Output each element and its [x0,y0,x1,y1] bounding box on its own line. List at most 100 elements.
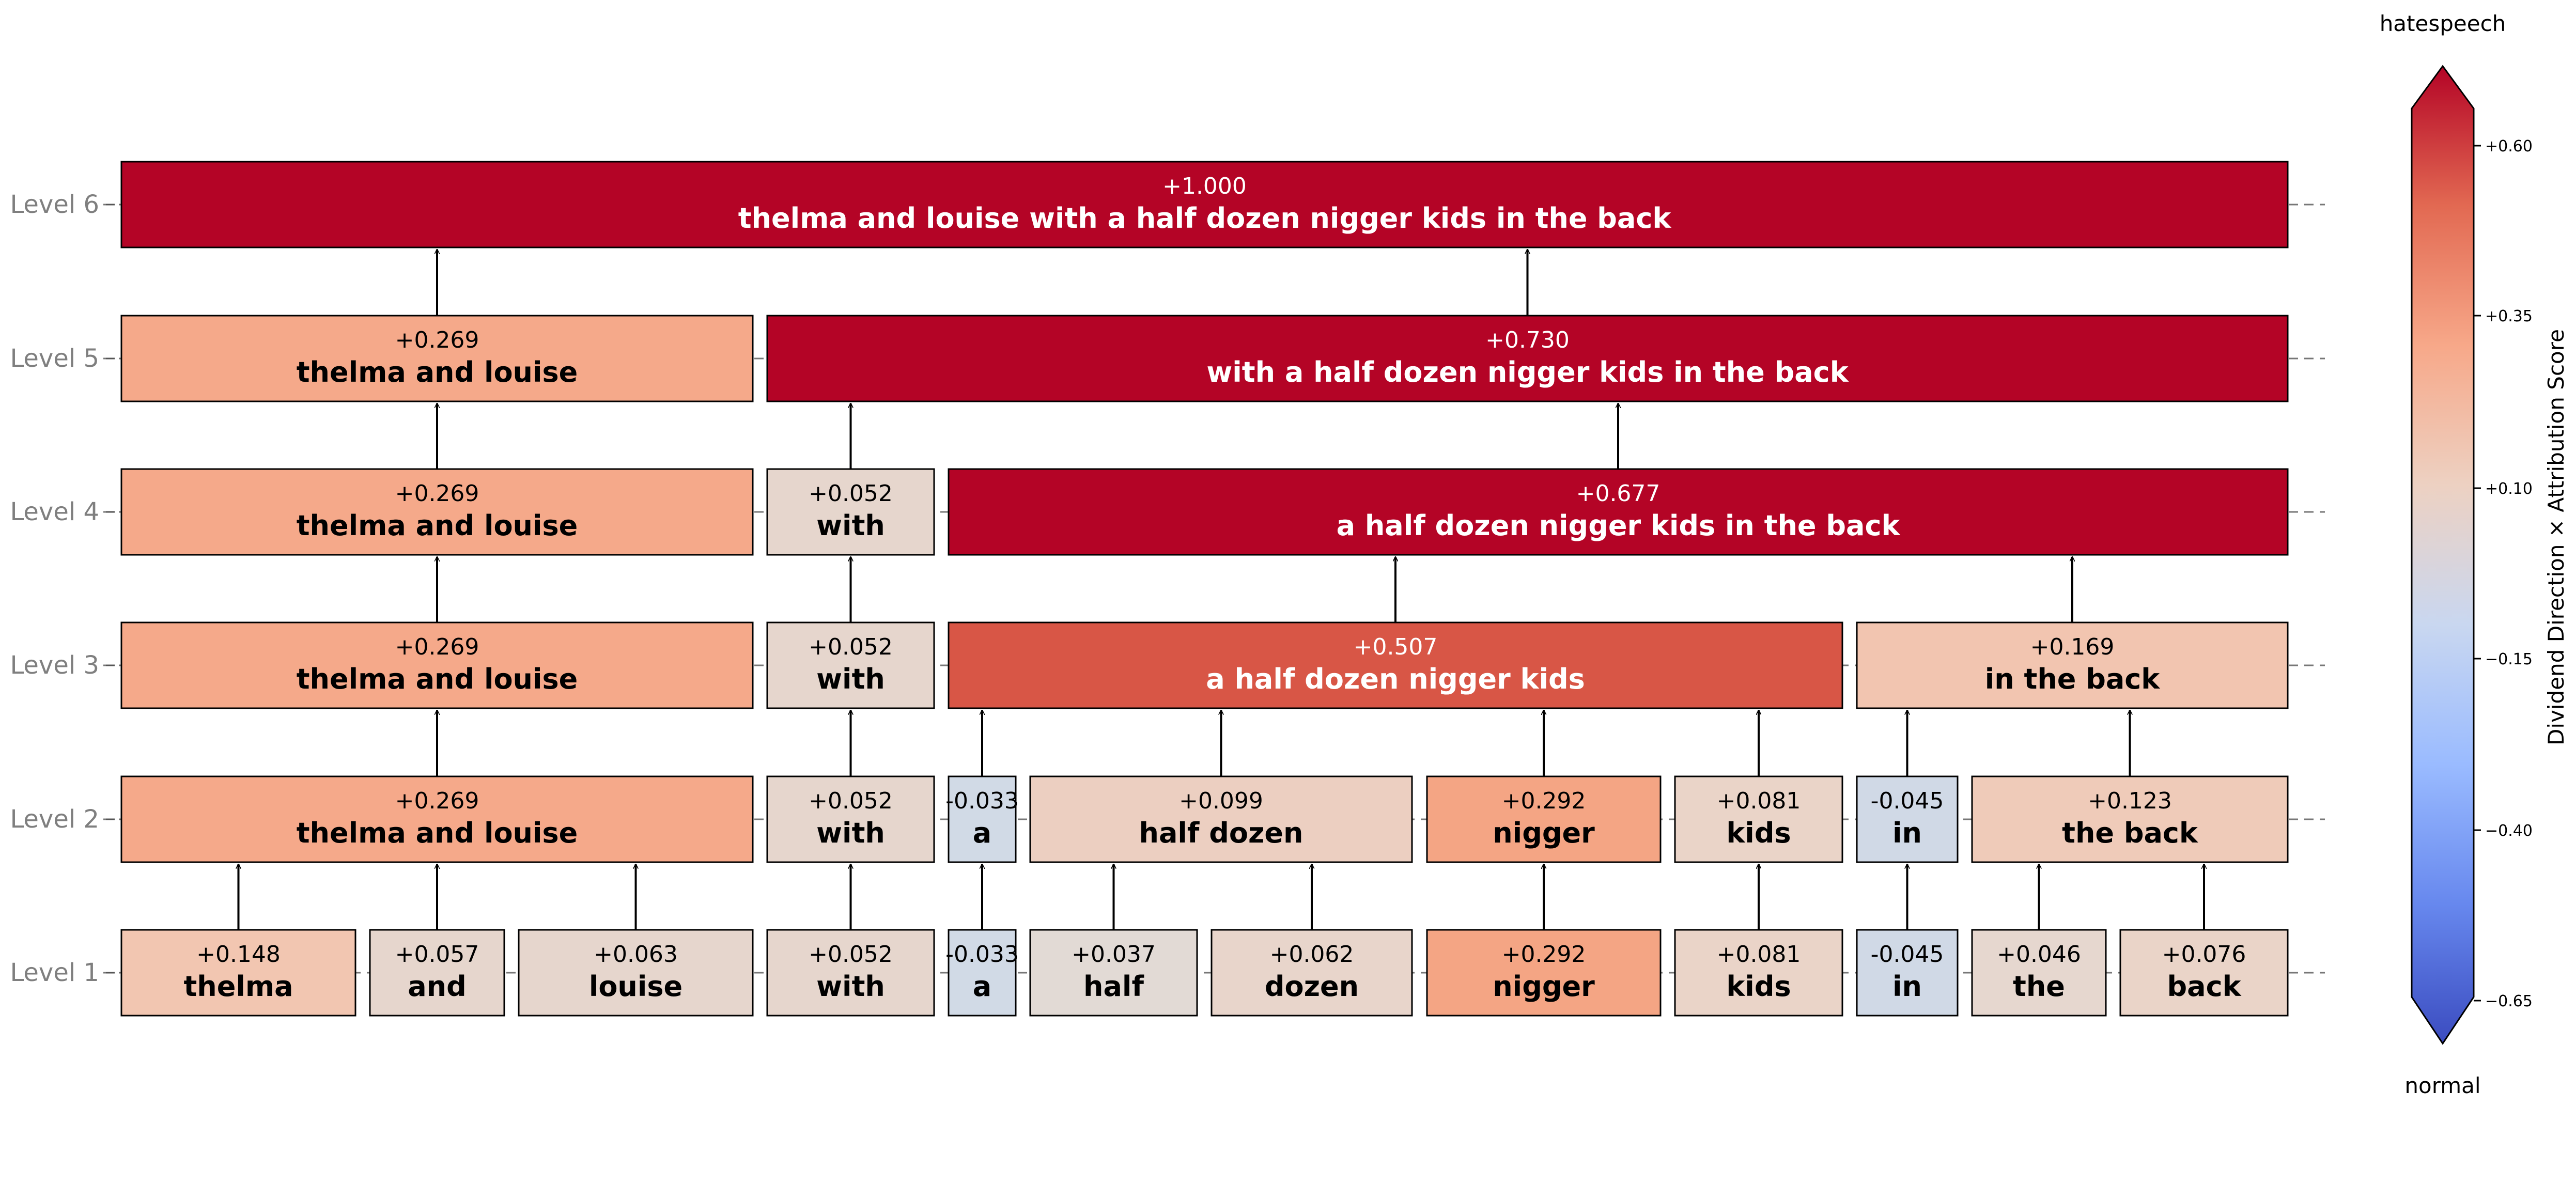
node-score: +0.062 [1270,941,1354,968]
node-score: +0.052 [809,788,893,814]
node-score: +0.269 [395,634,479,660]
node-box [766,468,935,556]
node-score: +0.052 [809,941,893,968]
node-l5_with: +0.730 with a half dozen nigger kids in t… [766,315,2289,402]
node-score: +0.046 [1997,941,2081,968]
node-text: a half dozen nigger kids [1206,663,1585,695]
node-text: half dozen [1139,817,1303,849]
node-text: dozen [1265,970,1359,1003]
node-score: +0.269 [395,327,479,353]
node-l3_ahalf: +0.507 a half dozen nigger kids [948,621,1843,709]
node-box [766,315,2289,402]
node-box [1674,929,1843,1017]
node-text: with [816,509,885,542]
node-box [766,929,935,1017]
node-score: +0.730 [1485,327,1570,353]
node-score: +0.099 [1179,788,1263,814]
node-l3_thelma: +0.269 thelma and louise [120,621,754,709]
node-text: back [2167,970,2241,1003]
node-score: +0.081 [1717,788,1801,814]
node-score: +0.269 [395,788,479,814]
node-box [369,929,505,1017]
level-label: Level 5 [10,344,100,373]
node-score: +0.037 [1072,941,1156,968]
node-box [120,161,2289,248]
node-score: +0.052 [809,634,893,660]
node-text: kids [1726,817,1791,849]
node-box [948,621,1843,709]
colorbar-tick-label: −0.15 [2485,650,2533,668]
node-l2_kids: +0.081 kids [1674,775,1843,863]
level-label: Level 4 [10,497,100,526]
node-l2_nigger: +0.292 nigger [1426,775,1662,863]
node-text: thelma and louise [297,509,578,542]
node-box [1971,929,2107,1017]
node-box [120,775,754,863]
colorbar-bottom-label: normal [2404,1073,2480,1098]
node-score: +0.052 [809,480,893,507]
node-text: kids [1726,970,1791,1003]
node-score: -0.033 [945,788,1019,814]
node-text: a [973,970,991,1003]
node-score: +0.292 [1502,788,1586,814]
node-box [1029,929,1198,1017]
node-box [120,468,754,556]
node-box [120,929,356,1017]
colorbar-top-label: hatespeech [2380,11,2506,36]
node-score: -0.045 [1871,941,1944,968]
node-box [120,621,754,709]
node-box [948,775,1017,863]
node-text: with [816,970,885,1003]
colorbar-title: Dividend Direction × Attribution Score [2543,329,2569,745]
node-text: in [1892,970,1922,1003]
node-text: half [1083,970,1144,1003]
node-text: in the back [1985,663,2161,695]
node-text: a [973,817,991,849]
node-box [948,468,2289,556]
node-score: -0.033 [945,941,1019,968]
node-text: thelma and louise [297,663,578,695]
node-box [766,775,935,863]
node-score: +0.148 [196,941,281,968]
colorbar-tick-label: +0.10 [2485,480,2533,498]
node-text: nigger [1493,817,1595,849]
node-text: with a half dozen nigger kids in the bac… [1206,356,1849,388]
level-label: Level 2 [10,805,100,834]
node-box [1856,929,1959,1017]
node-text: louise [589,970,682,1003]
node-text: thelma and louise with a half dozen nigg… [738,202,1672,235]
node-l2_halfdozen: +0.099 half dozen [1029,775,1413,863]
node-score: +0.677 [1576,480,1661,507]
colorbar-tick-label: +0.35 [2485,307,2533,325]
colorbar-tick-label: +0.60 [2485,137,2533,155]
node-text: with [816,663,885,695]
node-score: +0.081 [1717,941,1801,968]
node-box [120,315,754,402]
node-box [1856,775,1959,863]
node-text: and [408,970,467,1003]
node-box [1674,775,1843,863]
node-box [1029,775,1413,863]
node-box [1856,621,2289,709]
node-score: +0.507 [1354,634,1438,660]
level-label: Level 1 [10,958,100,987]
node-text: the [2013,970,2065,1003]
node-score: +1.000 [1162,173,1247,199]
